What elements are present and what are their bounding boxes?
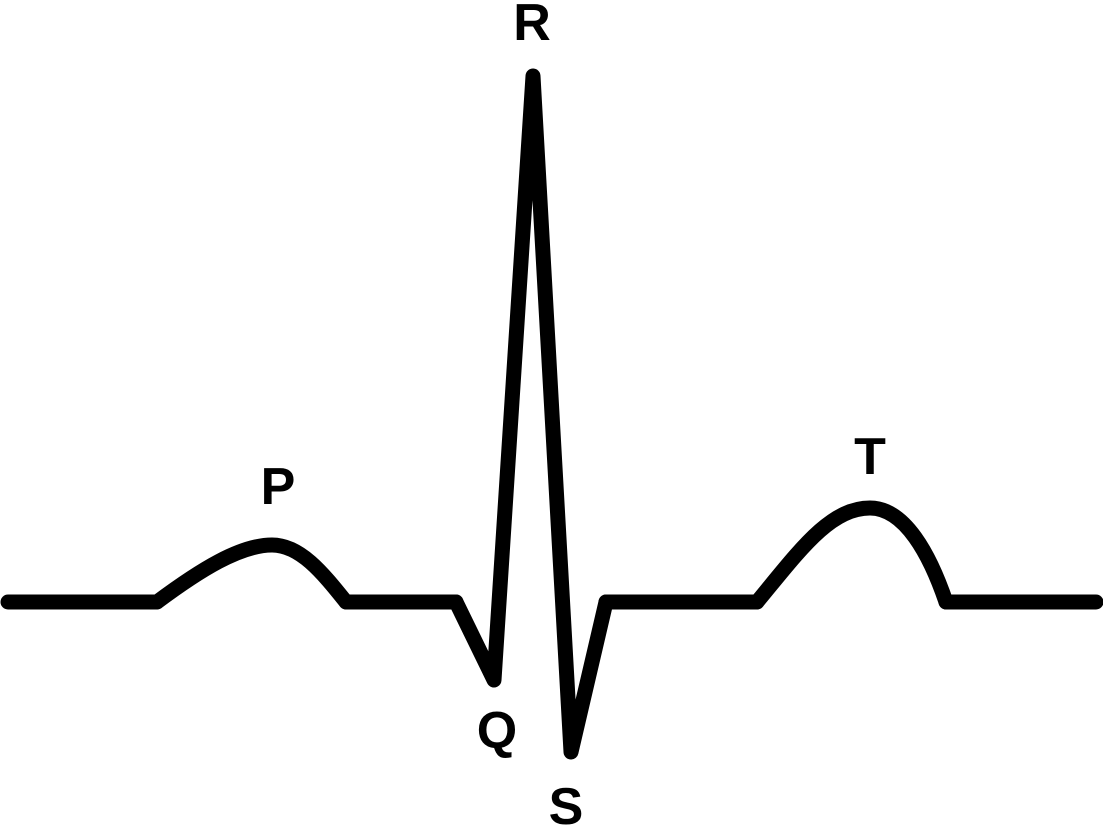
t-wave [749,500,954,610]
label-r: R [513,0,551,52]
label-p: P [261,458,296,516]
label-q: Q [477,702,517,760]
qrs-complex [448,68,614,760]
label-s: S [549,778,584,829]
p-wave [149,537,354,610]
label-t: T [854,428,886,486]
